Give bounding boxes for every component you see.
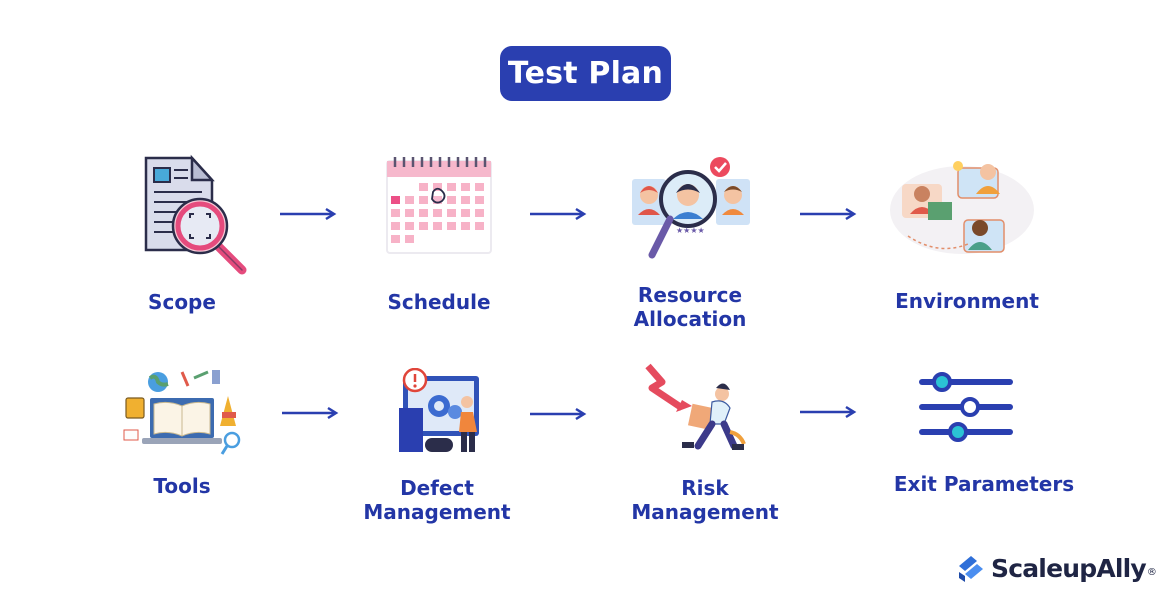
arrow-risk-exit <box>800 405 857 419</box>
scaleupally-logo: ScaleupAlly ® <box>955 552 1157 584</box>
logo-registered-mark: ® <box>1146 567 1157 578</box>
title-badge: Test Plan <box>500 46 671 101</box>
sliders-icon <box>919 372 1013 442</box>
arrow-defect-risk <box>530 407 587 421</box>
arrow-schedule-resource <box>530 207 587 221</box>
arrow-tools-defect <box>282 406 339 420</box>
magnifier-document-icon <box>144 154 247 275</box>
step-label-exit-parameters: Exit Parameters <box>893 472 1075 496</box>
svg-text:★★★★: ★★★★ <box>676 226 705 235</box>
logo-text: ScaleupAlly <box>991 553 1147 583</box>
step-label-environment: Environment <box>895 289 1039 313</box>
step-label-schedule: Schedule <box>387 290 491 314</box>
step-label-tools: Tools <box>153 474 211 498</box>
arrow-resource-environment <box>800 207 857 221</box>
alert-monitor-icon <box>399 368 479 452</box>
collaboration-icon <box>890 161 1034 254</box>
people-search-icon: ★★★★ <box>632 157 750 259</box>
calendar-icon <box>386 157 492 254</box>
falling-chart-icon <box>645 363 746 450</box>
step-label-scope: Scope <box>148 290 216 314</box>
logo-mark-icon <box>959 556 983 582</box>
arrow-scope-schedule <box>280 207 337 221</box>
laptop-tools-icon <box>123 370 241 455</box>
page-title: Test Plan <box>507 56 664 91</box>
